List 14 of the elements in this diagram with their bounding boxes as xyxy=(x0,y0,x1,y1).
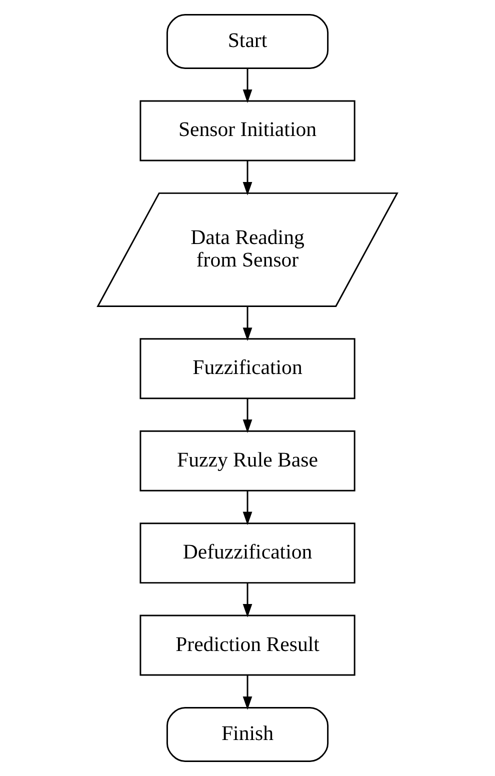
arrow xyxy=(242,160,252,196)
node-box: Finish xyxy=(166,706,329,762)
node-box: Prediction Result xyxy=(140,614,356,676)
node-box: Start xyxy=(166,14,329,70)
node-box: Fuzzification xyxy=(140,338,356,400)
arrow xyxy=(242,68,252,103)
arrow xyxy=(242,306,252,342)
arrow xyxy=(242,491,252,526)
arrow xyxy=(242,398,252,433)
arrow xyxy=(242,583,252,618)
arrow xyxy=(242,675,252,710)
node-box: Defuzzification xyxy=(140,522,356,584)
node-box: Sensor Initiation xyxy=(140,100,356,162)
node-box: Fuzzy Rule Base xyxy=(140,430,356,492)
